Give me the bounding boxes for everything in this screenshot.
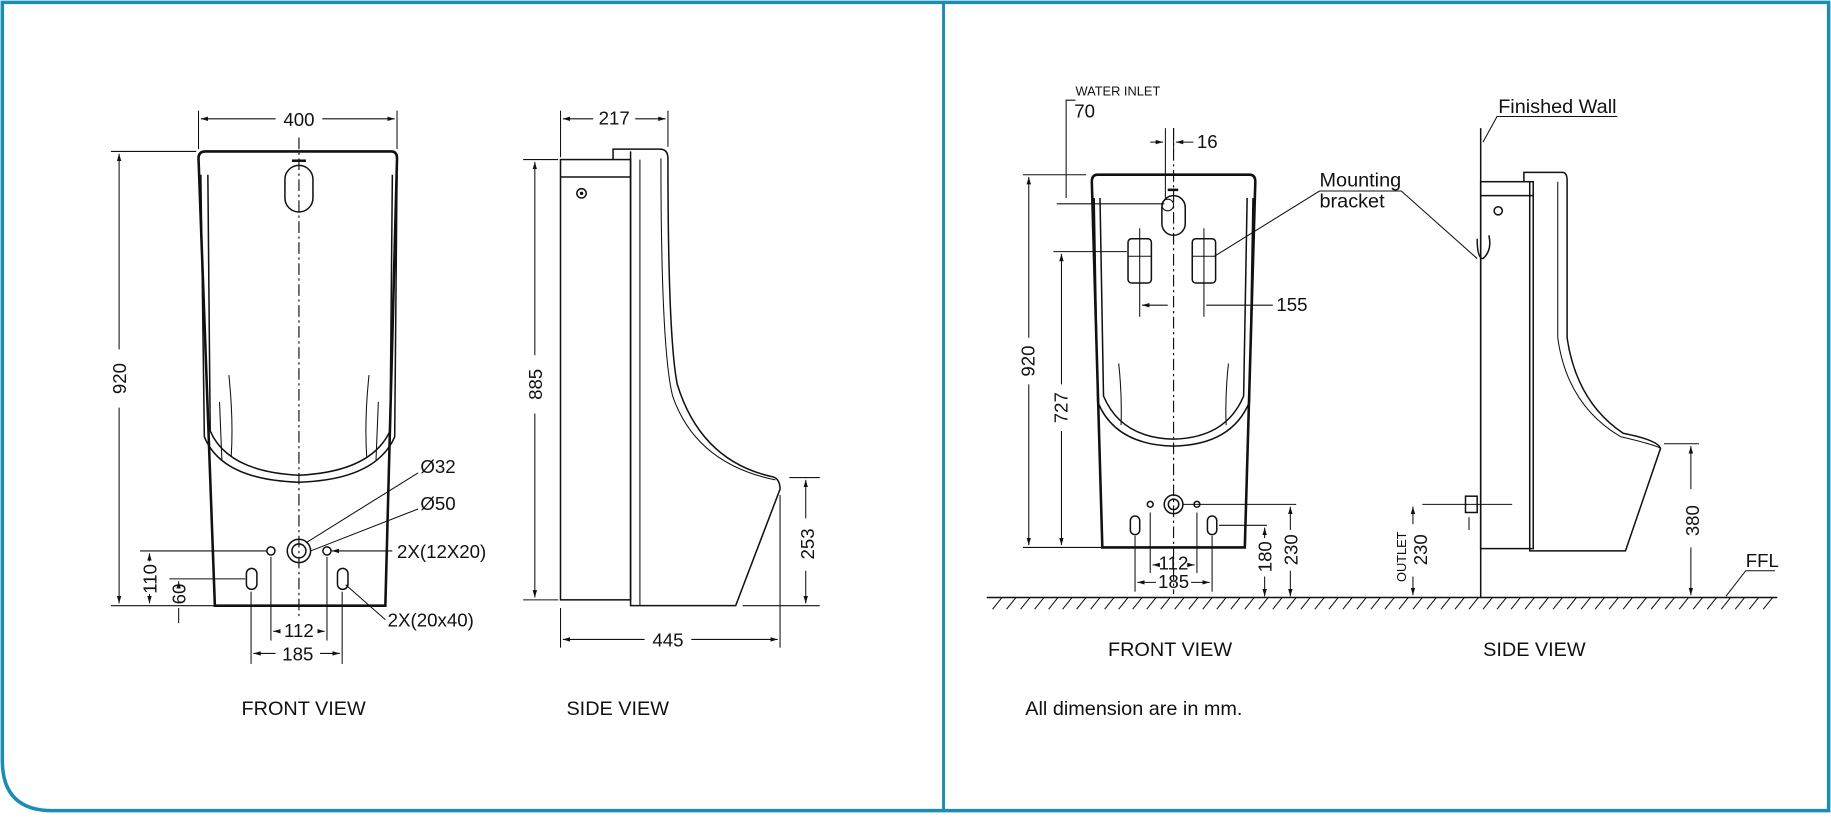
right-front-view-title: FRONT VIEW xyxy=(1108,639,1232,661)
dim-112: 112 xyxy=(284,620,314,641)
right-side-view xyxy=(1410,115,1775,598)
right-front-view xyxy=(1022,99,1478,597)
right-side-view-title: SIDE VIEW xyxy=(1483,639,1586,661)
dim-217: 217 xyxy=(599,108,630,129)
dim-outlet-230: 230 xyxy=(1410,534,1431,565)
left-front-view-title: FRONT VIEW xyxy=(242,698,366,720)
left-side-view xyxy=(523,110,820,648)
finished-wall-label: Finished Wall xyxy=(1498,96,1616,118)
dim-727: 727 xyxy=(1050,392,1071,423)
dim-155: 155 xyxy=(1276,294,1307,315)
callout-holes-12x20: 2X(12X20) xyxy=(397,541,486,562)
dim-112-right: 112 xyxy=(1159,553,1189,574)
callout-holes-20x40: 2X(20x40) xyxy=(388,610,474,631)
dim-70: 70 xyxy=(1074,101,1095,122)
dim-230: 230 xyxy=(1280,534,1301,565)
water-inlet-label: WATER INLET xyxy=(1075,84,1160,99)
dim-253: 253 xyxy=(797,528,818,559)
dim-180: 180 xyxy=(1255,541,1276,572)
outlet-label: OUTLET xyxy=(1394,531,1409,582)
ffl-label: FFL xyxy=(1746,550,1779,571)
units-note: All dimension are in mm. xyxy=(1025,698,1242,720)
dim-920-right: 920 xyxy=(1018,346,1039,377)
dim-445: 445 xyxy=(652,629,683,650)
left-front-view xyxy=(110,110,419,664)
floor-line xyxy=(986,596,1778,610)
mounting-bracket-label-2: bracket xyxy=(1320,190,1386,212)
callout-dia50: Ø50 xyxy=(420,493,455,514)
dim-885: 885 xyxy=(525,369,546,400)
left-side-view-title: SIDE VIEW xyxy=(566,698,669,720)
callout-dia32: Ø32 xyxy=(420,456,455,477)
dim-185: 185 xyxy=(282,643,313,664)
dim-60: 60 xyxy=(169,584,190,605)
mounting-bracket-label-1: Mounting xyxy=(1320,169,1402,191)
dim-920: 920 xyxy=(109,363,130,394)
dim-380: 380 xyxy=(1682,505,1703,536)
dim-400: 400 xyxy=(283,109,314,130)
dim-16: 16 xyxy=(1197,131,1218,152)
dim-185-right: 185 xyxy=(1158,571,1189,592)
dim-110: 110 xyxy=(139,564,160,594)
